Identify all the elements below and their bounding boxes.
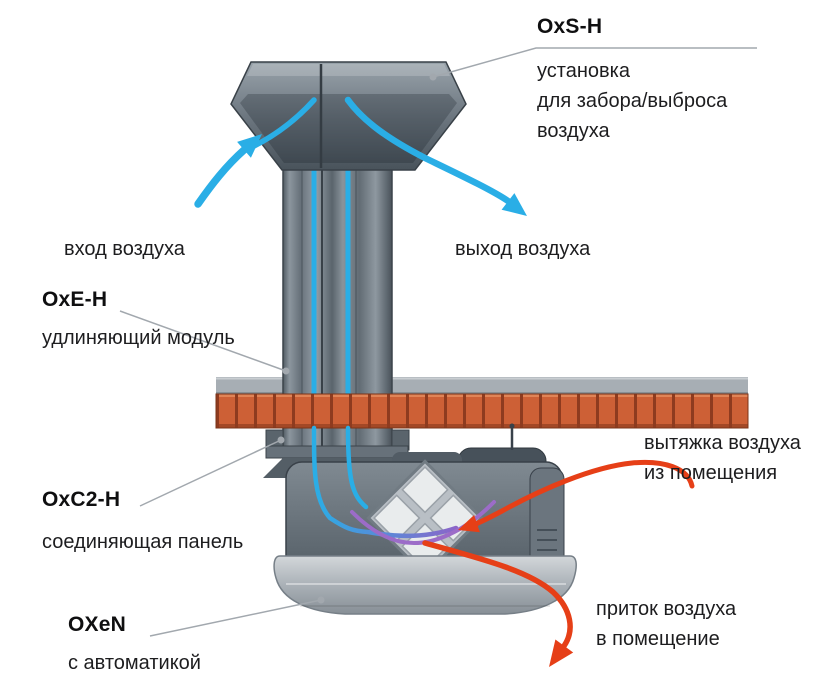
unit-bottom-casing: [273, 555, 577, 615]
label-oxeh: OxE-H удлиняющий модуль: [42, 285, 235, 353]
oxsh-line3: воздуха: [537, 120, 610, 142]
leader-dots: [277, 73, 437, 604]
label-air-outlet: выход воздуха: [455, 238, 591, 260]
oxc2h-subtitle: соединяющая панель: [42, 531, 244, 553]
oxen-title: OXeN: [68, 613, 126, 636]
room-exhaust-line2: из помещения: [644, 462, 778, 484]
room-supply-line1: приток воздуха: [596, 598, 737, 620]
oxeh-subtitle: удлиняющий модуль: [42, 327, 235, 349]
oxsh-title: OxS-H: [537, 15, 603, 38]
air-intake-arrow: [194, 97, 317, 208]
oxsh-line2: для забора/выброса: [537, 90, 728, 112]
room-supply-arrow: [422, 540, 574, 667]
roof-cap: [230, 61, 467, 171]
label-oxsh: OxS-H установка для забора/выброса возду…: [537, 12, 727, 146]
oxen-subtitle: с автоматикой: [68, 652, 201, 674]
label-room-exhaust: вытяжка воздуха из помещения: [644, 428, 801, 488]
label-oxen: OXeN с автоматикой: [68, 610, 201, 678]
oxsh-line1: установка: [537, 60, 630, 82]
internal-flows: [311, 425, 695, 546]
roof-brick-band: [215, 393, 749, 429]
oxc2h-title: OxC2-H: [42, 488, 121, 511]
room-exhaust-line1: вытяжка воздуха: [644, 432, 801, 454]
air-exhaust-arrow: [344, 96, 527, 216]
label-air-inlet: вход воздуха: [64, 238, 185, 260]
room-supply-line2: в помещение: [596, 628, 720, 650]
leader-lines: [119, 47, 757, 637]
label-room-supply: приток воздуха в помещение: [596, 594, 736, 654]
oxeh-title: OxE-H: [42, 288, 108, 311]
label-oxc2h: OxC2-H соединяющая панель: [42, 485, 243, 557]
